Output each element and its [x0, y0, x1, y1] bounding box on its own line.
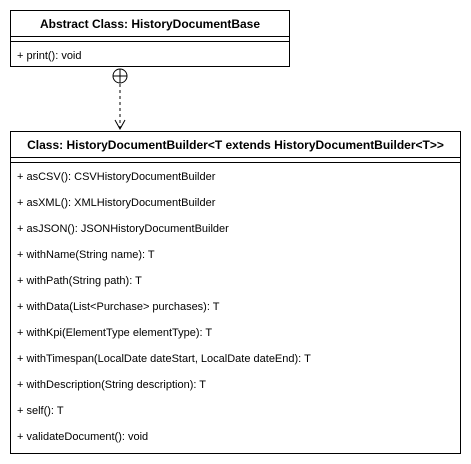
method-with-name: + withName(String name): T: [17, 249, 155, 261]
method-with-data: + withData(List<Purchase> purchases): T: [17, 301, 220, 313]
class-header: Class: HistoryDocumentBuilder<T extends …: [11, 132, 460, 158]
method-print: + print(): void: [17, 50, 82, 62]
class-header: Abstract Class: HistoryDocumentBase: [11, 11, 289, 37]
method-self: + self(): T: [17, 405, 64, 417]
method-with-path: + withPath(String path): T: [17, 275, 142, 287]
nesting-circle-plus-icon: [112, 68, 128, 84]
method-as-xml: + asXML(): XMLHistoryDocumentBuilder: [17, 197, 216, 209]
abstract-class-history-document-base[interactable]: Abstract Class: HistoryDocumentBase + pr…: [10, 10, 290, 67]
attribute-separator: [11, 158, 460, 163]
method-validate-document: + validateDocument(): void: [17, 431, 149, 443]
method-as-json: + asJSON(): JSONHistoryDocumentBuilder: [17, 223, 229, 235]
method-as-csv: + asCSV(): CSVHistoryDocumentBuilder: [17, 171, 216, 183]
method-with-timespan: + withTimespan(LocalDate dateStart, Loca…: [17, 353, 311, 365]
open-arrowhead-icon: [114, 119, 126, 131]
attribute-separator: [11, 37, 289, 42]
class-history-document-builder[interactable]: Class: HistoryDocumentBuilder<T extends …: [10, 131, 461, 454]
method-with-description: + withDescription(String description): T: [17, 379, 207, 391]
method-with-kpi: + withKpi(ElementType elementType): T: [17, 327, 213, 339]
